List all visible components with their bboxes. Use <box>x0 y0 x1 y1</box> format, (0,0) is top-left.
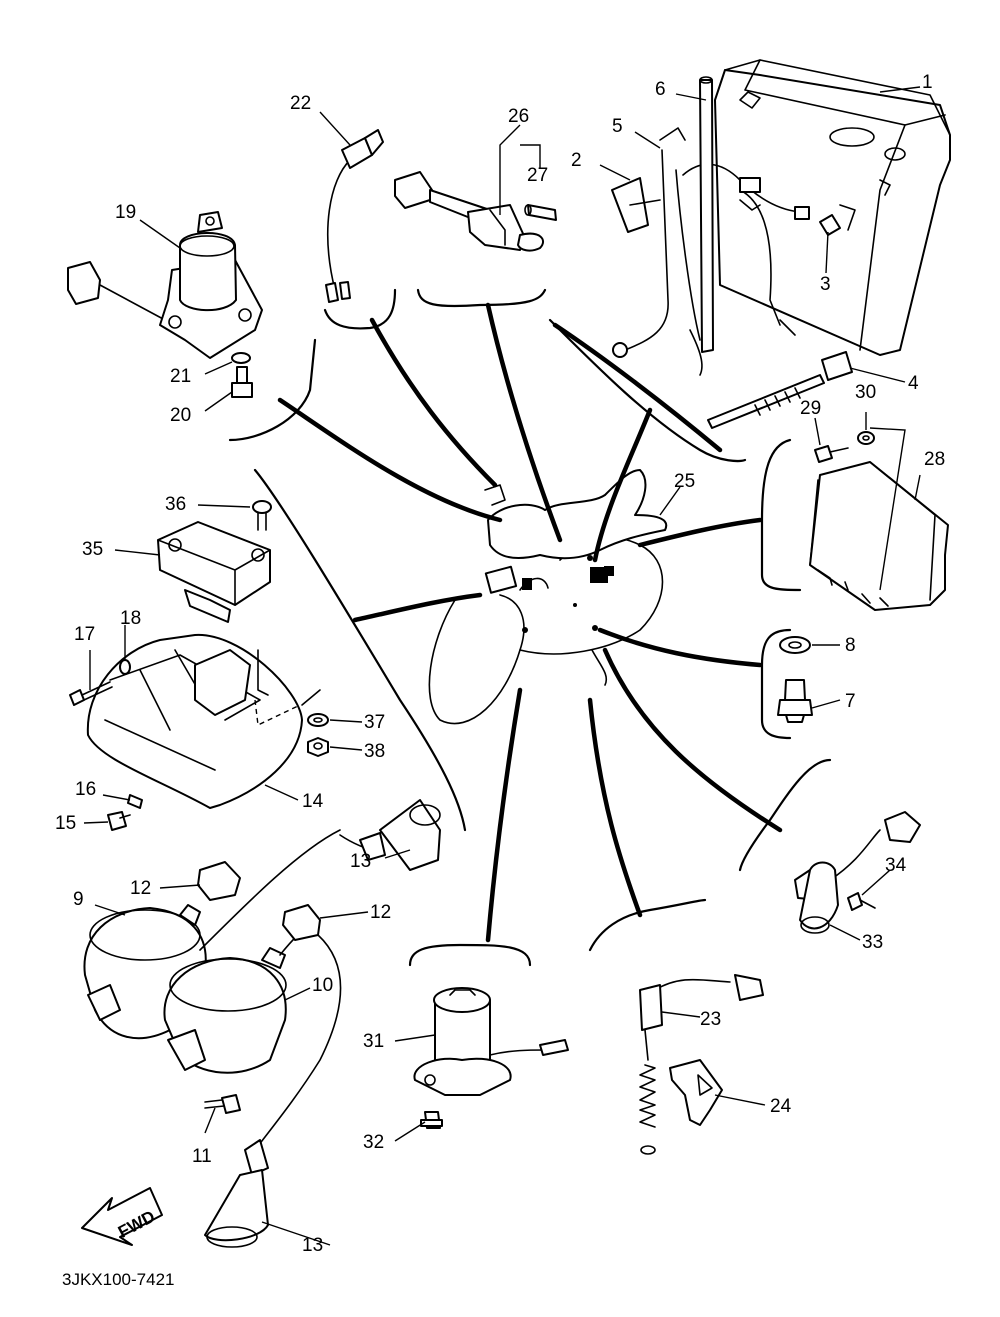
callout-26: 26 <box>508 106 529 127</box>
callout-13a: 13 <box>350 851 371 872</box>
fuse-27 <box>524 204 557 221</box>
fuse-holder <box>394 171 545 252</box>
callout-16: 16 <box>75 779 96 800</box>
cap-12b <box>282 904 321 941</box>
frame-silhouette <box>428 469 668 725</box>
callout-37: 37 <box>364 712 385 733</box>
callout-1: 1 <box>922 72 933 93</box>
washer-37 <box>307 713 329 727</box>
ignition-coil-10 <box>163 919 316 1074</box>
callout-11: 11 <box>192 1146 212 1167</box>
clip-16 <box>127 794 143 809</box>
bolt-29 <box>814 445 849 463</box>
callout-22: 22 <box>290 93 311 114</box>
group-brackets <box>228 288 832 967</box>
breather-pipe <box>699 76 714 353</box>
cap-12a <box>197 861 241 901</box>
plug-cap-13a <box>339 799 441 871</box>
callout-35: 35 <box>82 539 103 560</box>
washer-21 <box>231 352 251 364</box>
bolt-20 <box>231 366 253 398</box>
callout-4: 4 <box>908 373 919 394</box>
callout-12a: 12 <box>130 878 151 899</box>
callout-18: 18 <box>120 608 141 629</box>
screw-36 <box>252 500 272 531</box>
sensor-33 <box>794 811 921 934</box>
callout-25: 25 <box>674 471 695 492</box>
plug-cap-13b <box>204 934 342 1248</box>
callout-6: 6 <box>655 79 666 100</box>
callout-3: 3 <box>820 274 831 295</box>
main-switch <box>67 211 263 359</box>
callout-5: 5 <box>612 116 623 137</box>
callout-23: 23 <box>700 1009 721 1030</box>
diagram-code: 3JKX100-7421 <box>62 1270 174 1289</box>
callout-numbers: 1 2 3 4 5 6 7 8 9 10 11 12 12 13 13 14 1… <box>55 72 945 1256</box>
callout-33: 33 <box>862 932 883 953</box>
callout-19: 19 <box>115 202 136 223</box>
bolt-17 <box>69 681 113 706</box>
battery-band <box>611 177 661 233</box>
neutral-switch-lead <box>325 129 384 303</box>
callout-15: 15 <box>55 813 76 834</box>
washer-8 <box>779 636 811 654</box>
nut-38 <box>307 737 329 757</box>
callout-2: 2 <box>571 150 582 171</box>
callout-10: 10 <box>312 975 333 996</box>
bracket-24 <box>669 1059 723 1126</box>
callout-34: 34 <box>885 855 907 876</box>
cable-tie <box>707 351 853 429</box>
callout-12b: 12 <box>370 902 391 923</box>
callout-24: 24 <box>770 1096 792 1117</box>
callout-leaders <box>83 86 921 1246</box>
callout-13b: 13 <box>302 1235 323 1256</box>
washer-30 <box>857 431 875 445</box>
fwd-arrow-icon: FWD <box>81 1187 163 1246</box>
washer-18 <box>119 659 131 675</box>
switch-7 <box>777 679 813 723</box>
solenoid-31 <box>413 987 569 1096</box>
callout-17: 17 <box>74 624 95 645</box>
callout-20: 20 <box>170 405 191 426</box>
screw-34 <box>847 892 876 911</box>
callout-28: 28 <box>924 449 945 470</box>
callout-8: 8 <box>845 635 856 656</box>
callout-31: 31 <box>363 1031 384 1052</box>
wiring-leader-lines <box>277 302 783 943</box>
callout-36: 36 <box>165 494 186 515</box>
cover-14 <box>86 633 321 809</box>
rectifier-regulator <box>157 521 271 623</box>
callout-7: 7 <box>845 691 856 712</box>
callout-32: 32 <box>363 1132 384 1153</box>
screw-11 <box>204 1094 241 1114</box>
callout-29: 29 <box>800 398 821 419</box>
cdi-unit <box>809 461 949 611</box>
callout-9: 9 <box>73 889 84 910</box>
battery <box>714 59 951 356</box>
sensor-23 <box>639 974 764 1155</box>
callout-27: 27 <box>527 165 548 186</box>
screw-32 <box>420 1111 443 1129</box>
screw-15 <box>107 811 131 831</box>
callout-14: 14 <box>302 791 324 812</box>
callout-21: 21 <box>170 366 191 387</box>
callout-30: 30 <box>855 382 876 403</box>
battery-leads <box>612 127 856 376</box>
callout-38: 38 <box>364 741 385 762</box>
